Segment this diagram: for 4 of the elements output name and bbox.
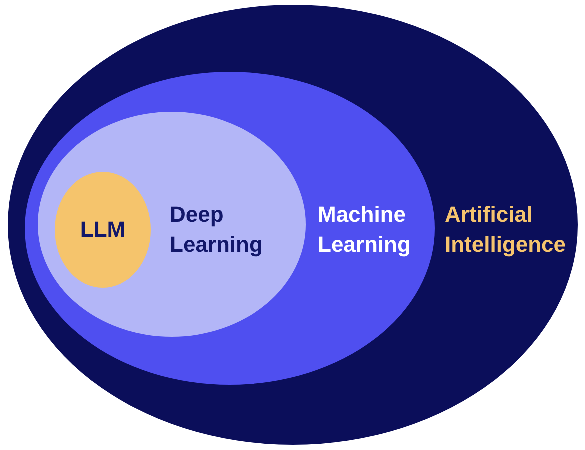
set-label: Machine Learning — [318, 201, 412, 259]
set-label: LLM — [79, 216, 127, 244]
set-label: Artificial Intelligence — [445, 201, 568, 259]
set-label: Deep Learning — [170, 201, 264, 259]
